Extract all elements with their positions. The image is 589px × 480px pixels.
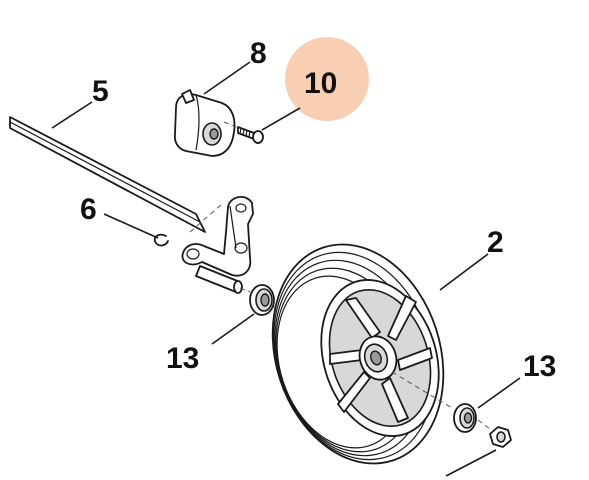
axle-rod-part-5[interactable] <box>9 116 206 233</box>
callout-label-13-right: 13 <box>523 350 556 383</box>
leader-13-right <box>477 377 521 409</box>
bearing-part-13-right[interactable] <box>453 403 477 433</box>
callout-label-6: 6 <box>80 193 97 226</box>
leader-bottom <box>445 449 497 477</box>
leader-5 <box>51 101 93 129</box>
callout-10-highlight <box>285 37 369 121</box>
height-adjust-bracket[interactable] <box>181 196 254 277</box>
callout-label-5: 5 <box>92 75 109 108</box>
bearing-part-13-left[interactable] <box>249 284 275 316</box>
callout-label-2: 2 <box>487 226 504 259</box>
lever-knob-part-8[interactable] <box>173 89 236 157</box>
circlip-part-6[interactable] <box>153 233 169 247</box>
leader-13-left <box>211 313 255 345</box>
leader-10 <box>261 107 301 131</box>
wheel-part-2[interactable] <box>245 222 470 480</box>
callout-label-8: 8 <box>250 37 267 70</box>
screw-part-10[interactable] <box>223 121 264 144</box>
leader-8 <box>203 61 251 95</box>
callout-label-13-left: 13 <box>166 342 199 375</box>
leader-2 <box>439 253 489 291</box>
stub-axle[interactable] <box>195 265 243 294</box>
hex-nut[interactable] <box>489 426 512 448</box>
callout-label-10: 10 <box>304 67 337 100</box>
leader-6 <box>103 213 159 239</box>
